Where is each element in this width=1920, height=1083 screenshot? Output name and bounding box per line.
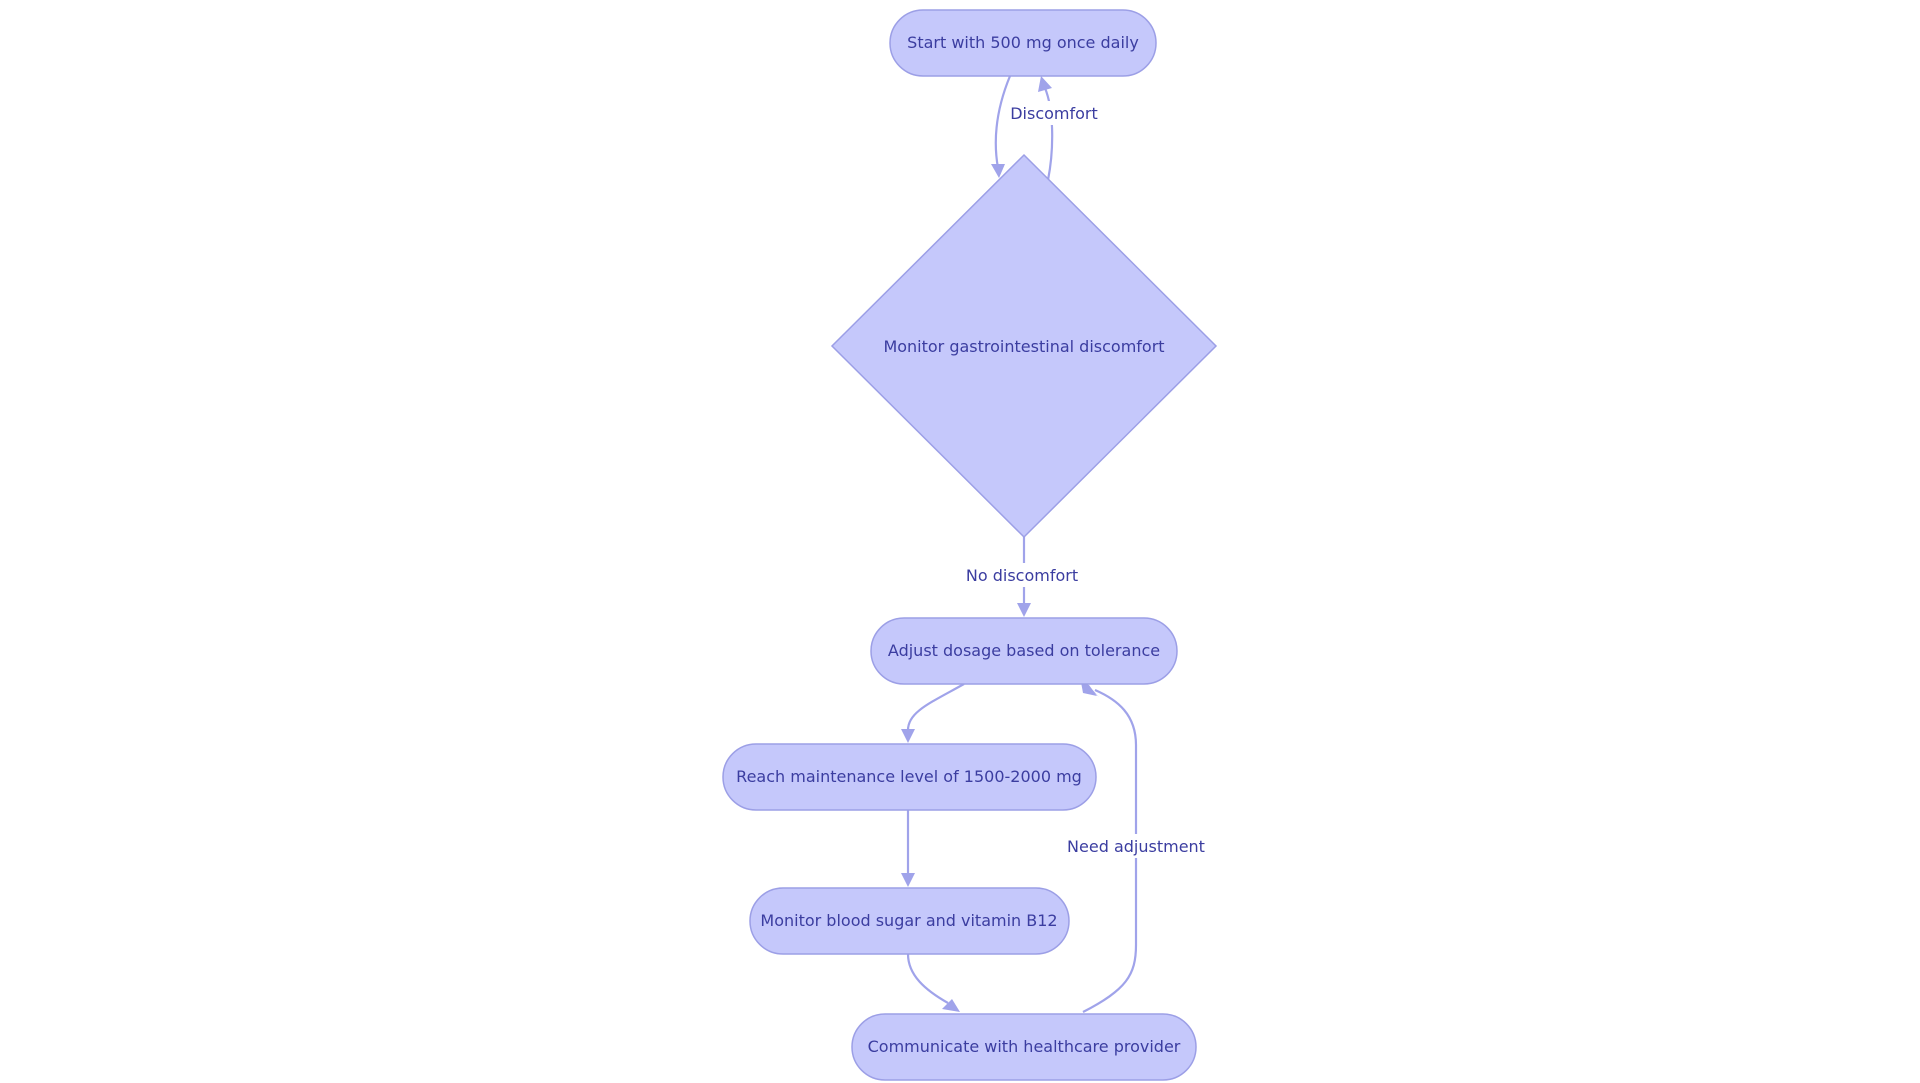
edge-monitor-blood-to-communicate [906,953,949,1004]
edge-start-to-monitor-gi [994,75,1012,169]
arrow-head-icon [1017,603,1031,617]
edge-discomfort-loop [1043,87,1054,181]
arrow-head-icon [901,873,915,887]
node-communicate[interactable]: Communicate with healthcare provider [851,1013,1197,1081]
node-monitor-blood[interactable]: Monitor blood sugar and vitamin B12 [749,887,1070,955]
edge-label-need-adjustment: Need adjustment [1067,834,1205,858]
node-communicate-label: Communicate with healthcare provider [868,1037,1181,1056]
edge-label-discomfort: Discomfort [1010,101,1098,125]
node-maintenance[interactable]: Reach maintenance level of 1500-2000 mg [722,743,1097,811]
arrow-head-icon [1081,682,1097,696]
node-maintenance-label: Reach maintenance level of 1500-2000 mg [736,767,1082,786]
arrow-head-icon [991,164,1005,178]
node-monitor-gi-decision[interactable]: Monitor gastrointestinal discomfort [830,153,1218,539]
arrow-head-icon [1038,76,1052,92]
arrow-head-icon [942,999,960,1012]
node-start[interactable]: Start with 500 mg once daily [889,9,1157,77]
node-start-label: Start with 500 mg once daily [907,33,1139,52]
edge-adjust-to-maintenance [906,683,965,731]
node-monitor-blood-label: Monitor blood sugar and vitamin B12 [760,911,1057,930]
edge-label-need-adjustment-text: Need adjustment [1067,837,1205,856]
node-adjust[interactable]: Adjust dosage based on tolerance [870,617,1178,685]
edge-need-adjustment-loop [1082,688,1138,1013]
edge-label-no-discomfort: No discomfort [964,563,1084,587]
arrow-head-icon [901,729,915,743]
node-adjust-label: Adjust dosage based on tolerance [888,641,1160,660]
edge-label-discomfort-text: Discomfort [1010,104,1098,123]
edge-label-no-discomfort-text: No discomfort [966,566,1078,585]
node-monitor-gi-label: Monitor gastrointestinal discomfort [883,337,1164,356]
